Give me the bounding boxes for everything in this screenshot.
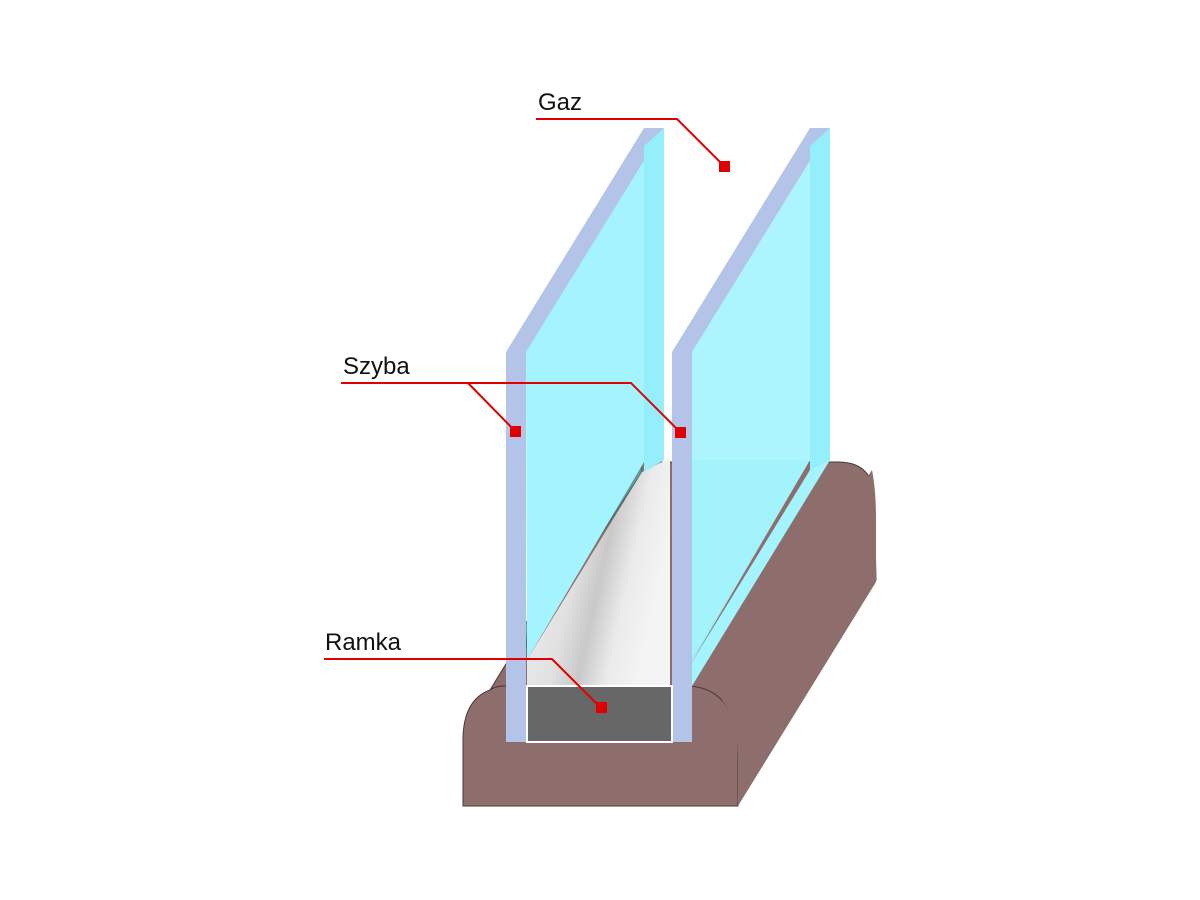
callout-frame: Ramka (324, 629, 607, 713)
pane-left-face (526, 146, 644, 660)
callout-pane-marker-right (675, 427, 686, 438)
label-pane: Szyba (343, 353, 410, 380)
spacer-end-face (526, 685, 673, 743)
pane-left-top-edge (506, 128, 664, 352)
seal-right-face (722, 470, 876, 806)
pane-right (672, 128, 830, 742)
callout-gas-marker (719, 161, 730, 172)
callout-gas-leader (536, 118, 726, 168)
callout-frame-marker (596, 702, 607, 713)
pane-right-back-face (810, 128, 830, 472)
label-gas: Gaz (538, 89, 582, 116)
callout-pane-leader-left (467, 382, 517, 433)
callout-pane-marker-left (510, 426, 521, 437)
pane-right-top-edge (672, 128, 830, 352)
pane-left-back-face (644, 128, 664, 472)
pane-left-front-edge (506, 352, 526, 742)
spacer-top-surface (527, 458, 670, 686)
pane-right-lower-face (692, 460, 830, 686)
callout-frame-leader (324, 658, 602, 709)
label-frame: Ramka (325, 629, 402, 656)
pane-left (506, 128, 664, 742)
pane-right-front-edge (672, 352, 692, 742)
callout-pane-leader (341, 382, 681, 433)
callout-gas: Gaz (536, 89, 730, 172)
callout-pane: Szyba (341, 353, 686, 438)
pane-right-face (692, 146, 810, 662)
